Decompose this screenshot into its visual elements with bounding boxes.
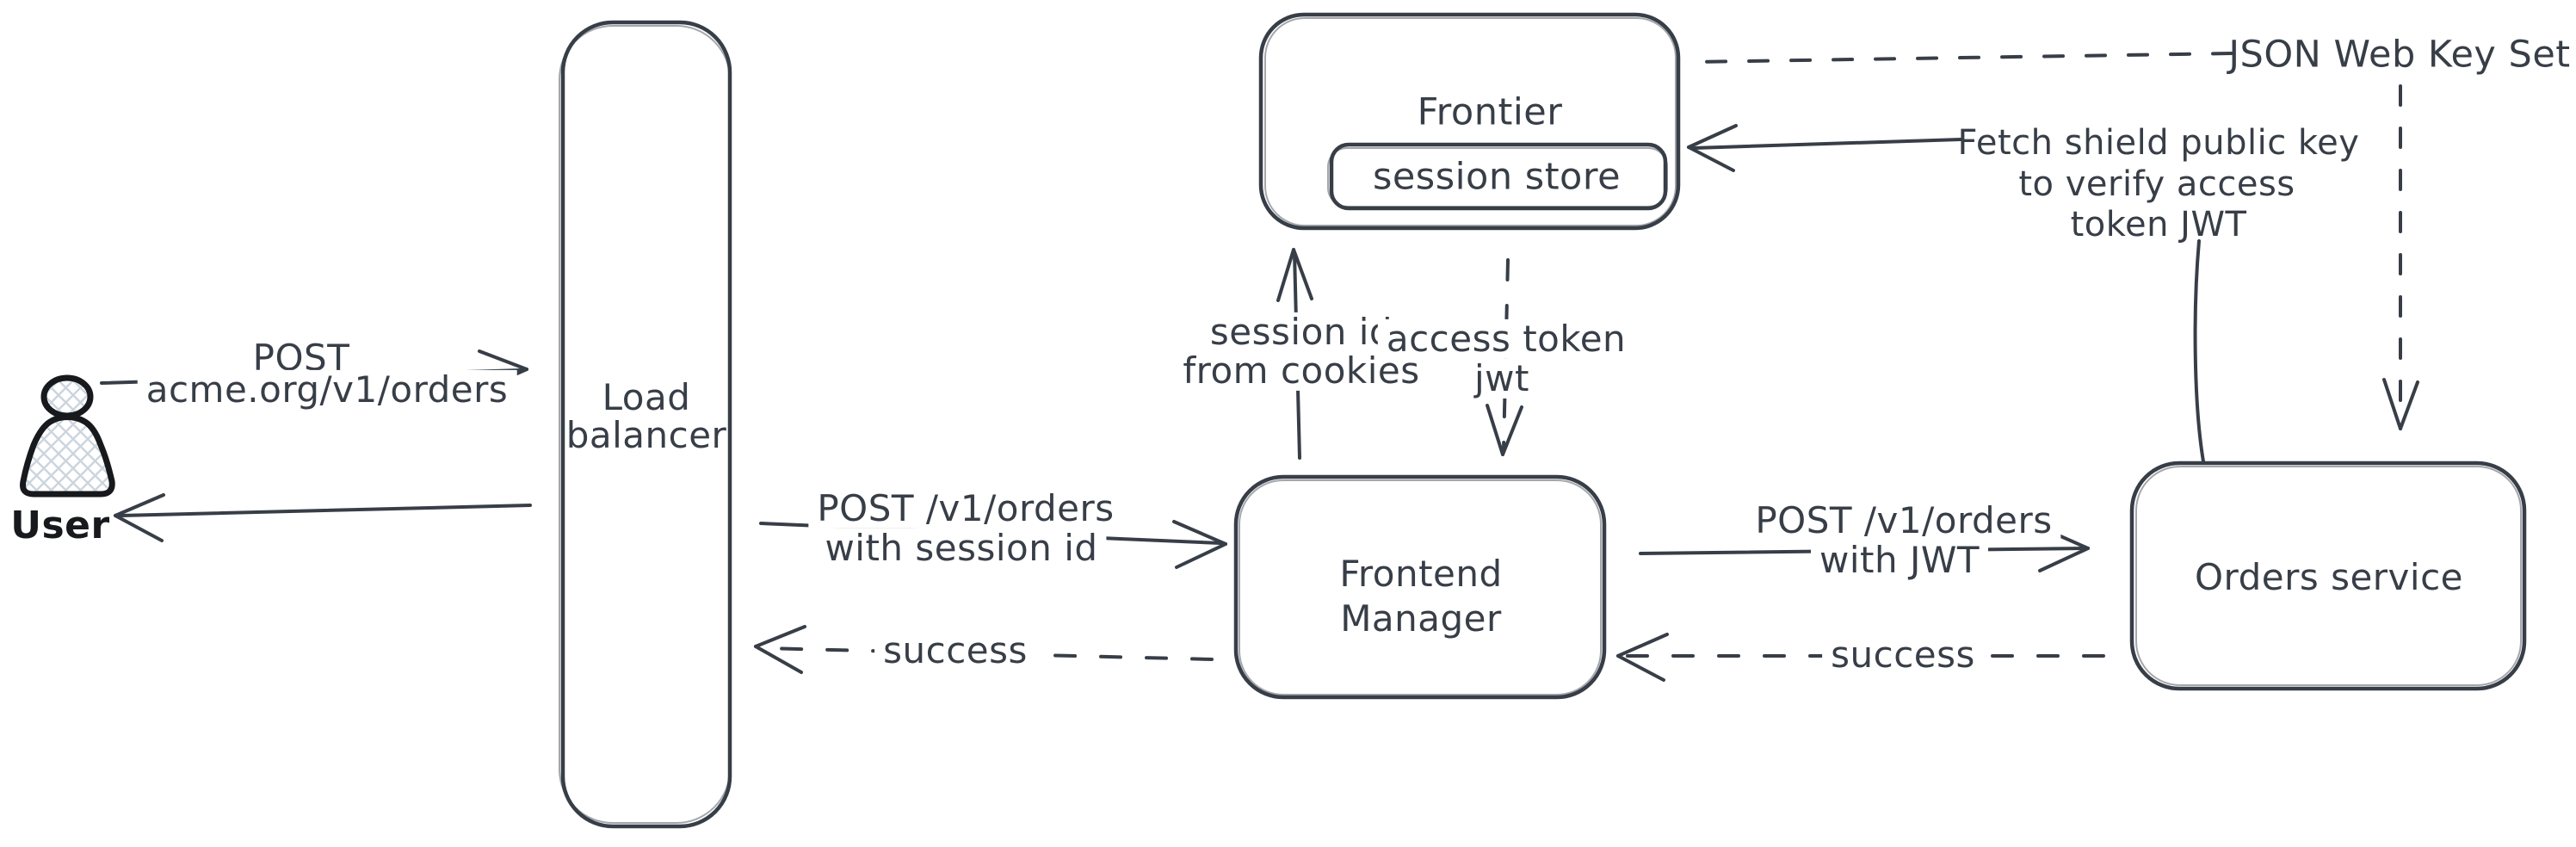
flow-fm-to-orders-line2: with JWT (1810, 540, 1989, 581)
flow-fm-to-lb-success: success (874, 630, 1036, 671)
flow-user-to-lb-line2: acme.org/v1/orders (137, 369, 517, 411)
line-jwks-to-frontier (1692, 53, 2232, 62)
flow-lb-to-fm-line1: POST /v1/orders (808, 488, 1123, 529)
flow-orders-to-fm-success: success (1822, 634, 1984, 676)
frontend-manager-label-line2: Manager (1340, 597, 1502, 640)
session-store-label: session store (1372, 155, 1622, 199)
flow-orders-to-frontier-line1: Fetch shield public key (1957, 123, 2360, 163)
flow-lb-to-fm-line2: with session id (816, 528, 1107, 569)
load-balancer-label-line2: balancer (565, 413, 727, 456)
flow-orders-to-frontier-line2: to verify access (2018, 164, 2295, 204)
arrow-orders-to-frontier (1689, 126, 2203, 461)
session-store-box (1328, 145, 1667, 208)
load-balancer-label-line1: Load (602, 375, 691, 418)
arrow-lb-to-user (115, 495, 530, 541)
flow-fm-to-frontier-line1: session id (1201, 312, 1402, 353)
user-icon (23, 378, 113, 494)
orders-service-label: Orders service (2194, 555, 2464, 598)
user-body (23, 417, 113, 495)
load-balancer-box (559, 22, 730, 826)
flow-frontier-to-fm-line1: access token (1377, 318, 1635, 360)
user-label: User (10, 503, 110, 547)
flow-orders-to-frontier-line3: token JWT (2070, 205, 2247, 244)
jwks-label: JSON Web Key Set (2228, 33, 2571, 77)
frontend-manager-label-line1: Frontend (1339, 552, 1503, 595)
flow-frontier-to-fm-line2: jwt (1466, 358, 1538, 399)
frontier-label: Frontier (1417, 90, 1563, 134)
user-head (44, 378, 90, 416)
frontier-box (1261, 15, 1678, 228)
flow-fm-to-orders-line1: POST /v1/orders (1746, 500, 2061, 541)
frontend-manager-box (1236, 477, 1604, 697)
orders-service-box (2132, 463, 2524, 689)
arrow-fm-to-lb-success (756, 627, 1212, 672)
arrow-jwks-to-orders (2384, 86, 2418, 429)
